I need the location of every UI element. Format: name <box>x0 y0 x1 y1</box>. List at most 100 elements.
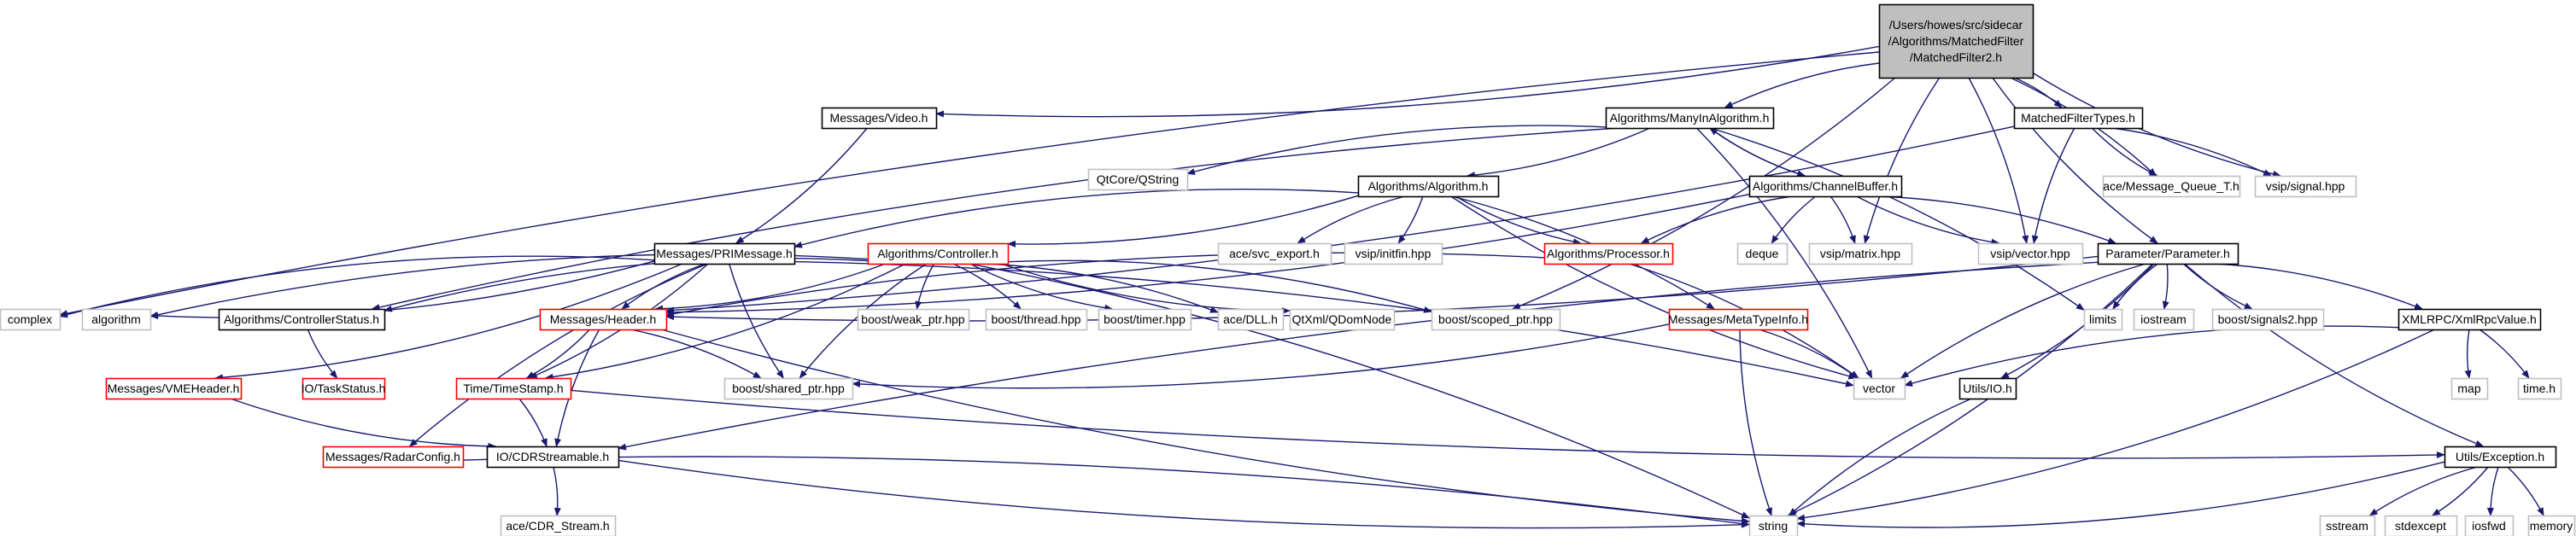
node-complex[interactable]: complex <box>0 308 61 331</box>
node-weakptr[interactable]: boost/weak_ptr.hpp <box>857 308 970 331</box>
node-thread[interactable]: boost/thread.hpp <box>985 308 1088 331</box>
node-vmeheader[interactable]: Messages/VMEHeader.h <box>105 377 243 400</box>
node-exception[interactable]: Utils/Exception.h <box>2444 446 2557 469</box>
node-box <box>81 308 152 331</box>
node-timer[interactable]: boost/timer.hpp <box>1098 308 1192 331</box>
edge-chanbuf-to-deque <box>1771 195 1817 244</box>
node-vsipsignal[interactable]: vsip/signal.hpp <box>2254 175 2357 198</box>
node-box <box>653 242 796 265</box>
node-box <box>2464 515 2515 536</box>
edge-algorithm_h-to-primsg <box>793 188 1359 248</box>
node-map[interactable]: map <box>2450 377 2489 400</box>
node-box <box>2133 308 2195 331</box>
node-string[interactable]: string <box>1748 515 1799 536</box>
edge-root-to-complex <box>59 51 1880 318</box>
node-label: /Users/howes/src/sidecar <box>1889 18 2023 32</box>
edge-manyin-to-chanbuf <box>1709 127 1806 178</box>
node-svcexport[interactable]: ace/svc_export.h <box>1217 242 1332 265</box>
node-vsipvector[interactable]: vsip/vector.hpp <box>1977 242 2084 265</box>
node-vector[interactable]: vector <box>1853 377 1906 400</box>
node-box <box>2254 175 2357 198</box>
node-label: Messages/Video.h <box>830 111 928 125</box>
node-label: vsip/signal.hpp <box>2266 179 2345 193</box>
node-primsg[interactable]: Messages/PRIMessage.h <box>653 242 796 265</box>
node-video[interactable]: Messages/Video.h <box>821 107 938 130</box>
node-label: vsip/initfin.hpp <box>1355 247 1431 260</box>
node-label: Algorithms/Controller.h <box>877 247 998 260</box>
node-box <box>2097 242 2239 265</box>
node-memory[interactable]: memory <box>2527 515 2576 536</box>
node-label: boost/scoped_ptr.hpp <box>1438 312 1553 326</box>
node-mftypes[interactable]: MatchedFilterTypes.h <box>2013 107 2144 130</box>
node-initfin[interactable]: vsip/initfin.hpp <box>1344 242 1443 265</box>
node-deque[interactable]: deque <box>1736 242 1789 265</box>
node-label: MatchedFilterTypes.h <box>2021 111 2135 125</box>
edge-param-to-exception <box>2184 263 2485 447</box>
edge-root-to-manyin <box>1724 62 1880 108</box>
node-qdom[interactable]: QtXml/QDomNode <box>1289 308 1396 331</box>
node-iostream[interactable]: iostream <box>2133 308 2195 331</box>
node-timestamp[interactable]: Time/TimeStamp.h <box>455 377 572 400</box>
node-chanbuf[interactable]: Algorithms/ChannelBuffer.h <box>1748 175 1903 198</box>
edge-controller-to-weakptr <box>915 263 935 310</box>
node-label: stdexcept <box>2395 519 2446 533</box>
node-acecdr[interactable]: ace/CDR_Stream.h <box>500 515 617 536</box>
node-processor[interactable]: Algorithms/Processor.h <box>1543 242 1674 265</box>
node-box <box>218 308 386 331</box>
node-label: Messages/MetaTypeInfo.h <box>1668 312 1808 326</box>
node-label: /MatchedFilter2.h <box>1910 50 2002 64</box>
node-box <box>1357 175 1500 198</box>
edge-param-to-xmlrpc <box>2214 263 2423 310</box>
node-time[interactable]: time.h <box>2517 377 2562 400</box>
node-label: Time/TimeStamp.h <box>463 382 563 395</box>
node-algorithm_h[interactable]: Algorithms/Algorithm.h <box>1357 175 1500 198</box>
node-signals2[interactable]: boost/signals2.hpp <box>2211 308 2325 331</box>
edge-header-to-string <box>660 329 1750 525</box>
node-controller[interactable]: Algorithms/Controller.h <box>867 242 1010 265</box>
node-dll[interactable]: ace/DLL.h <box>1217 308 1285 331</box>
edge-utilsio-to-string <box>1788 398 1972 516</box>
node-label: limits <box>2089 312 2116 326</box>
edge-controller-to-timer <box>969 263 1114 312</box>
edge-controller-to-dll <box>986 263 1219 313</box>
node-algorithm_std[interactable]: algorithm <box>81 308 152 331</box>
node-manyin[interactable]: Algorithms/ManyInAlgorithm.h <box>1605 107 1775 130</box>
node-vsipmatrix[interactable]: vsip/matrix.hpp <box>1808 242 1913 265</box>
edge-controller-to-ctrlstatus <box>383 257 869 312</box>
node-radarconfig[interactable]: Messages/RadarConfig.h <box>322 446 465 469</box>
node-iosfwd[interactable]: iosfwd <box>2464 515 2515 536</box>
edge-param-to-iostream <box>2162 263 2169 310</box>
node-box <box>2319 515 2376 536</box>
node-header[interactable]: Messages/Header.h <box>539 308 668 331</box>
node-root[interactable]: /Users/howes/src/sidecar/Algorithms/Matc… <box>1878 3 2034 79</box>
node-label: Algorithms/ControllerStatus.h <box>224 312 379 326</box>
node-sharedptr[interactable]: boost/shared_ptr.hpp <box>723 377 854 400</box>
edge-primsg-to-header <box>621 263 706 310</box>
node-label: string <box>1759 519 1788 533</box>
node-ctrlstatus[interactable]: Algorithms/ControllerStatus.h <box>218 308 386 331</box>
node-box <box>2527 515 2576 536</box>
node-sstream[interactable]: sstream <box>2319 515 2376 536</box>
node-msgq[interactable]: ace/Message_Queue_T.h <box>2102 175 2241 198</box>
edge-chanbuf-to-vsipvector <box>1856 195 2000 246</box>
node-box <box>2397 308 2542 331</box>
node-box <box>1344 242 1443 265</box>
node-box <box>2517 377 2562 400</box>
node-taskstatus[interactable]: IO/TaskStatus.h <box>302 377 386 400</box>
node-xmlrpc[interactable]: XMLRPC/XmlRpcValue.h <box>2397 308 2542 331</box>
node-scopedptr[interactable]: boost/scoped_ptr.hpp <box>1431 308 1561 331</box>
edge-param-to-cdr <box>618 261 2099 451</box>
node-box <box>1098 308 1192 331</box>
node-stdexcept[interactable]: stdexcept <box>2384 515 2458 536</box>
node-box <box>2211 308 2325 331</box>
node-metatype[interactable]: Messages/MetaTypeInfo.h <box>1668 308 1809 331</box>
node-cdr[interactable]: IO/CDRStreamable.h <box>486 446 620 469</box>
node-box <box>821 107 938 130</box>
node-utilsio[interactable]: Utils/IO.h <box>1958 377 2017 400</box>
node-param[interactable]: Parameter/Parameter.h <box>2097 242 2239 265</box>
node-qstring[interactable]: QtCore/QString <box>1087 168 1189 191</box>
node-limits[interactable]: limits <box>2083 308 2123 331</box>
node-label: algorithm <box>91 312 141 326</box>
edge-exception-to-string <box>1796 461 2445 528</box>
node-label: Utils/IO.h <box>1963 382 2012 395</box>
